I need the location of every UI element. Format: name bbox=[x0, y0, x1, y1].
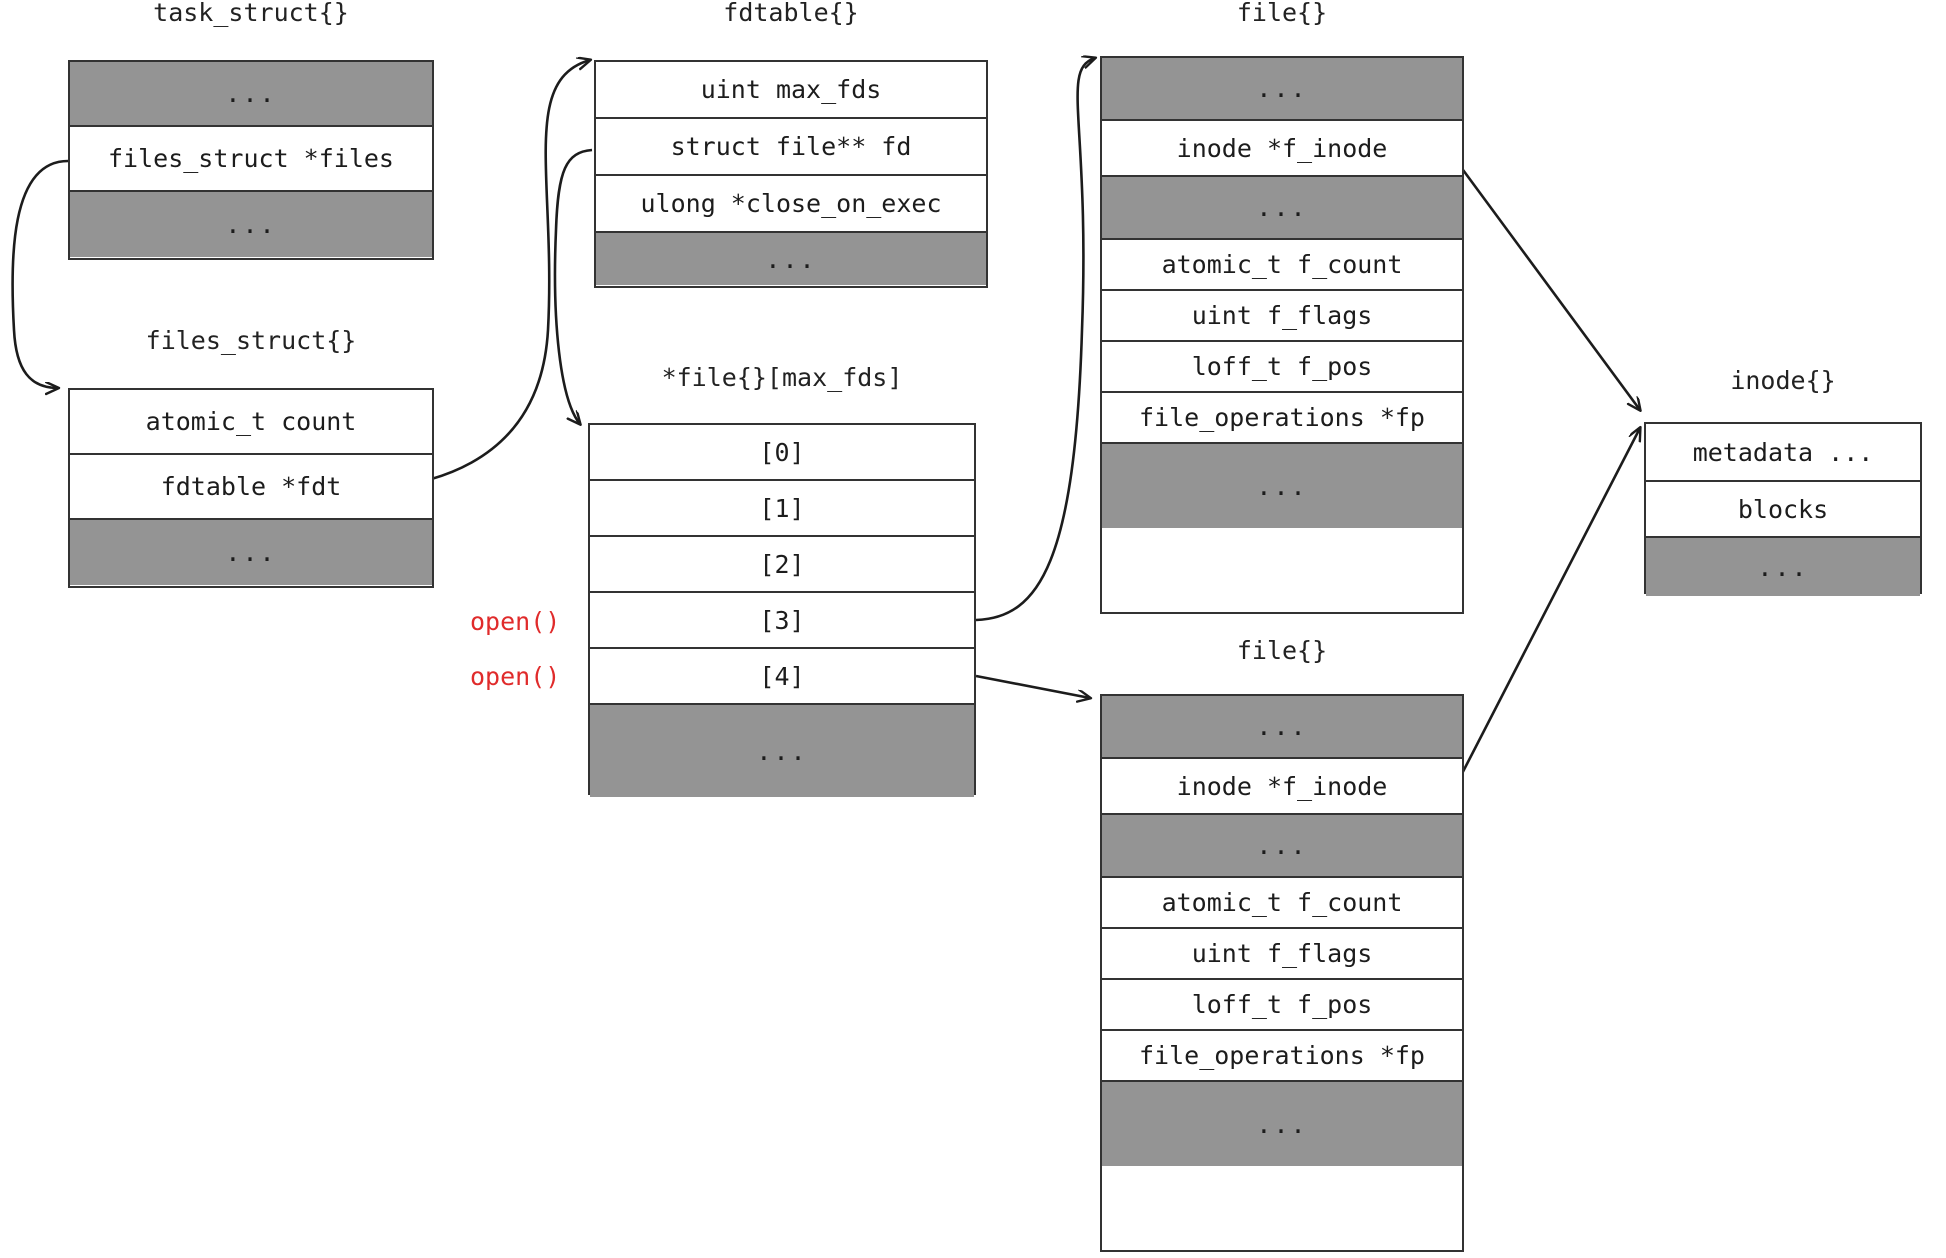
table-row[interactable]: inode *f_inode bbox=[1102, 759, 1462, 815]
table-row: ... bbox=[70, 520, 432, 585]
edge-file-bottom-inode-to-inode bbox=[1450, 428, 1640, 794]
list-item[interactable]: [1] bbox=[590, 481, 974, 537]
edge-task-files-to-files-struct bbox=[11, 159, 69, 388]
table-row[interactable]: fdtable *fdt bbox=[70, 455, 432, 520]
table-row: ... bbox=[70, 62, 432, 127]
list-item: ... bbox=[590, 705, 974, 797]
table-row: ... bbox=[1646, 538, 1920, 596]
table-row: uint f_flags bbox=[1102, 291, 1462, 342]
table-row: ... bbox=[1102, 1082, 1462, 1166]
table-row: atomic_t count bbox=[70, 390, 432, 455]
struct-files-struct: files_struct{} atomic_t count fdtable *f… bbox=[68, 328, 434, 594]
table-row[interactable]: struct file** fd bbox=[596, 119, 986, 176]
struct-body-files-struct: atomic_t count fdtable *fdt ... bbox=[68, 388, 434, 588]
table-row[interactable]: file_operations *fp bbox=[1102, 393, 1462, 444]
table-row: ... bbox=[596, 233, 986, 285]
struct-title-task-struct: task_struct{} bbox=[153, 0, 349, 27]
table-row: atomic_t f_count bbox=[1102, 878, 1462, 929]
struct-body-file-array: [0] [1] [2] [3] [4] ... bbox=[588, 423, 976, 797]
list-item[interactable]: [0] bbox=[590, 425, 974, 481]
struct-body-fdtable: uint max_fds struct file** fd ulong *clo… bbox=[594, 60, 988, 288]
struct-file-top: file{} ... inode *f_inode ... atomic_t f… bbox=[1100, 0, 1464, 614]
struct-fdtable: fdtable{} uint max_fds struct file** fd … bbox=[594, 0, 988, 296]
struct-body-task-struct: ... files_struct *files ... bbox=[68, 60, 434, 260]
table-row: ... bbox=[1102, 444, 1462, 528]
list-item[interactable]: [3] bbox=[590, 593, 974, 649]
struct-file-array: *file{}[max_fds] [0] [1] [2] [3] [4] ... bbox=[588, 365, 976, 805]
struct-body-file-bottom: ... inode *f_inode ... atomic_t f_count … bbox=[1100, 694, 1464, 1252]
list-item[interactable]: [2] bbox=[590, 537, 974, 593]
struct-title-file-array: *file{}[max_fds] bbox=[661, 363, 903, 392]
struct-body-inode: metadata ... blocks ... bbox=[1644, 422, 1922, 596]
table-row: loff_t f_pos bbox=[1102, 980, 1462, 1031]
table-row: ... bbox=[1102, 177, 1462, 240]
struct-inode: inode{} metadata ... blocks ... bbox=[1644, 368, 1922, 628]
table-row: blocks bbox=[1646, 482, 1920, 538]
edge-fd4-to-file-bottom bbox=[975, 674, 1090, 698]
struct-task-struct: task_struct{} ... files_struct *files ..… bbox=[68, 0, 434, 266]
edge-fd-to-file-array bbox=[553, 148, 593, 424]
table-row: ... bbox=[1102, 696, 1462, 759]
edge-fd3-to-file-top bbox=[975, 58, 1095, 622]
annotation-open-fd3: open() bbox=[470, 607, 561, 636]
struct-title-fdtable: fdtable{} bbox=[723, 0, 859, 27]
table-row: uint max_fds bbox=[596, 62, 986, 119]
table-row: ... bbox=[1102, 815, 1462, 878]
table-row: atomic_t f_count bbox=[1102, 240, 1462, 291]
struct-title-files-struct: files_struct{} bbox=[145, 326, 357, 355]
annotation-open-fd4: open() bbox=[470, 662, 561, 691]
struct-title-inode: inode{} bbox=[1730, 366, 1836, 395]
list-item[interactable]: [4] bbox=[590, 649, 974, 705]
struct-body-file-top: ... inode *f_inode ... atomic_t f_count … bbox=[1100, 56, 1464, 614]
table-row: ... bbox=[1102, 58, 1462, 121]
edge-file-top-inode-to-inode bbox=[1450, 154, 1640, 410]
struct-title-file-bottom: file{} bbox=[1236, 636, 1328, 665]
struct-file-bottom: file{} ... inode *f_inode ... atomic_t f… bbox=[1100, 636, 1464, 1252]
table-row: uint f_flags bbox=[1102, 929, 1462, 980]
table-row[interactable]: inode *f_inode bbox=[1102, 121, 1462, 177]
table-row: metadata ... bbox=[1646, 424, 1920, 482]
table-row: ... bbox=[70, 192, 432, 257]
table-row: ulong *close_on_exec bbox=[596, 176, 986, 233]
table-row[interactable]: file_operations *fp bbox=[1102, 1031, 1462, 1082]
table-row: loff_t f_pos bbox=[1102, 342, 1462, 393]
struct-title-file-top: file{} bbox=[1236, 0, 1328, 27]
table-row[interactable]: files_struct *files bbox=[70, 127, 432, 192]
